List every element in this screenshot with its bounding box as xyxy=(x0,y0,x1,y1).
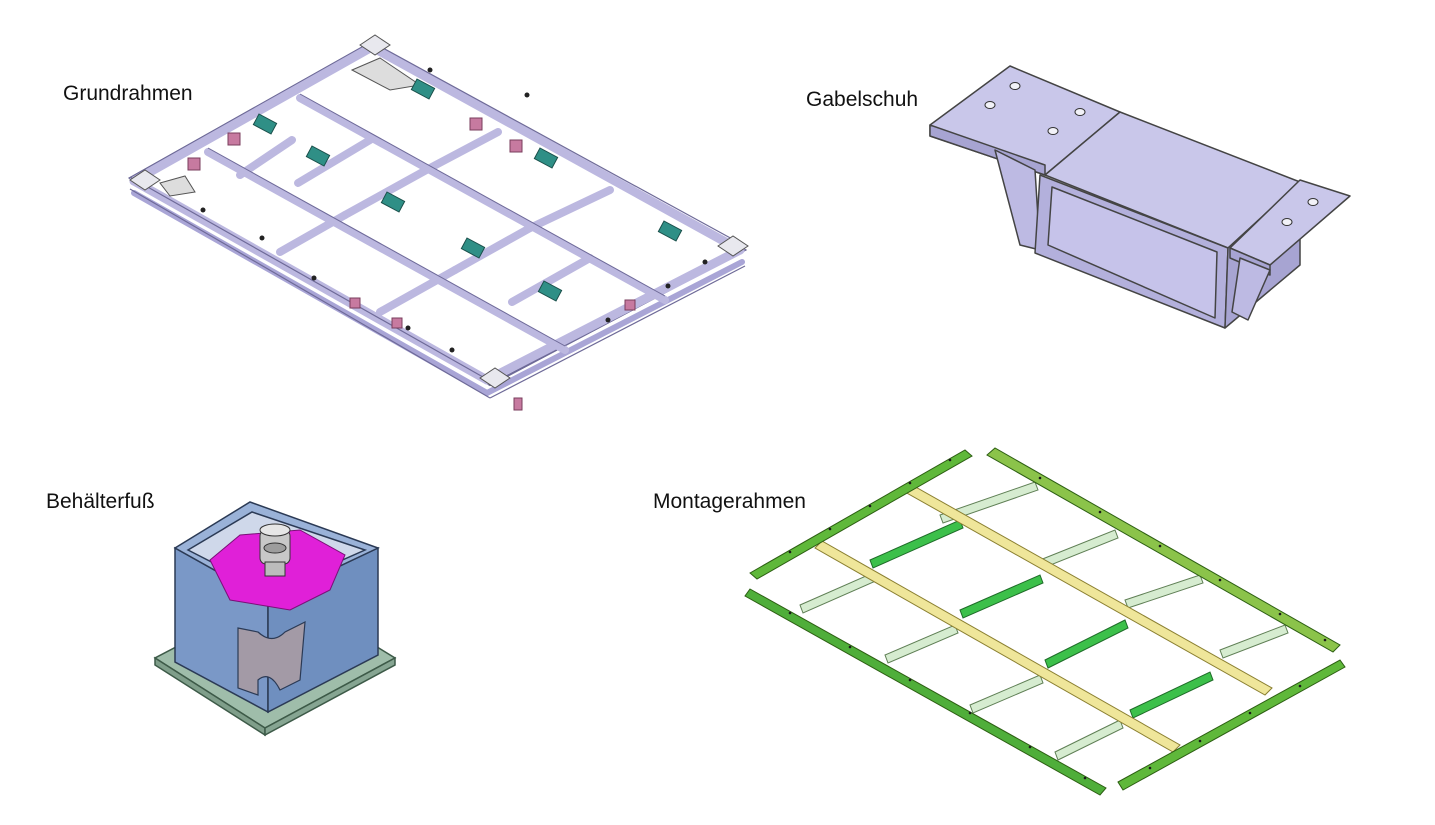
montagerahmen-yellow-bars xyxy=(814,484,1273,753)
gabelschuh-body xyxy=(929,65,1351,329)
behaelterfuss-bolt xyxy=(259,523,291,577)
grundrahmen-teal-clamps xyxy=(252,78,683,302)
montagerahmen-holes xyxy=(788,458,1327,780)
label-behaelterfuss: Behälterfuß xyxy=(46,490,155,513)
grundrahmen-cross-members xyxy=(204,94,669,354)
montagerahmen-pale-bars xyxy=(799,481,1289,761)
grundrahmen-pink-brackets xyxy=(187,117,636,411)
grundrahmen-cross-edges xyxy=(207,93,666,347)
montagerahmen-outer-rails xyxy=(744,447,1346,796)
label-montagerahmen: Montagerahmen xyxy=(653,490,806,513)
grundrahmen-bolts xyxy=(200,67,708,353)
grundrahmen-rail-edges xyxy=(129,41,746,399)
gabelschuh-holes xyxy=(984,82,1319,226)
behaelterfuss-window xyxy=(237,620,306,696)
montagerahmen-green-bars xyxy=(869,519,1214,719)
grundrahmen-rails xyxy=(129,42,745,396)
label-gabelschuh: Gabelschuh xyxy=(806,88,919,111)
grundrahmen-corner-plates xyxy=(129,34,749,389)
label-grundrahmen: Grundrahmen xyxy=(63,82,193,105)
